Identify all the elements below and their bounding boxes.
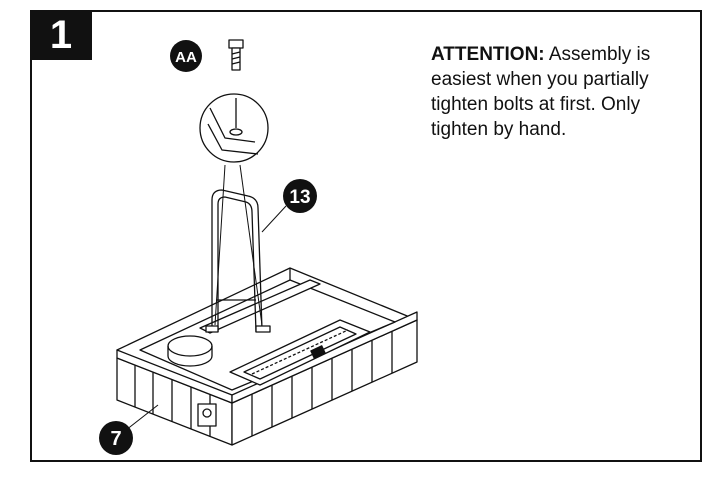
support-bar-part-13	[205, 189, 271, 333]
tank-opening	[167, 335, 213, 367]
detail-zoom-circle	[199, 93, 269, 163]
attention-label: ATTENTION:	[431, 44, 545, 65]
step-number-badge: 1	[30, 10, 92, 60]
table-top-rim	[116, 267, 418, 404]
attention-note: ATTENTION: Assembly is easiest when you …	[431, 42, 691, 142]
callout-13-label: 13	[289, 187, 310, 208]
callout-7: 7	[99, 421, 133, 455]
callout-13: 13	[283, 179, 317, 213]
attention-text: Assembly is easiest when you partially t…	[431, 44, 651, 140]
table-front-panel	[116, 319, 418, 446]
callout-7-label: 7	[110, 428, 121, 450]
callout-aa-label: AA	[175, 49, 197, 66]
bolt-aa-icon	[228, 39, 244, 71]
burner-tray	[229, 319, 371, 386]
callout-aa: AA	[170, 40, 202, 72]
